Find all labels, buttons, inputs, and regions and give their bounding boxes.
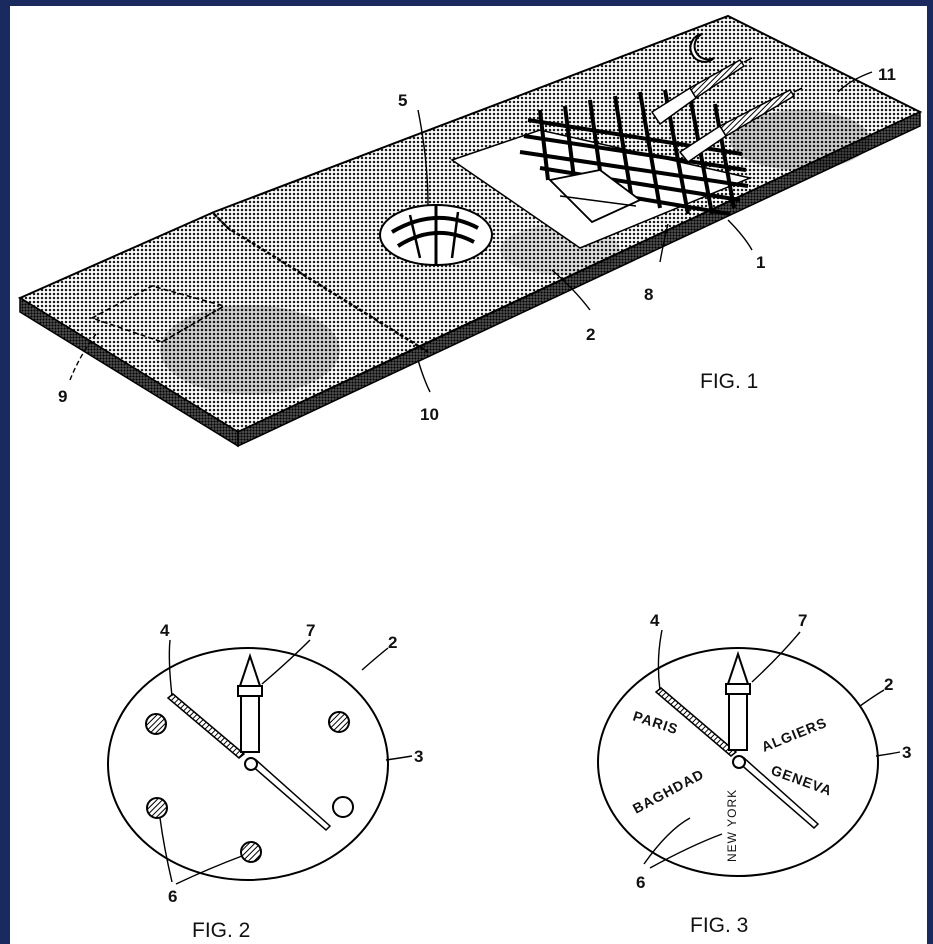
fig3-caption: FIG. 3 (690, 914, 748, 937)
indicator-dot-empty (332, 796, 354, 818)
fig3-dial-illustration (597, 629, 901, 877)
fig2-label-7: 7 (306, 621, 315, 640)
city-label-new-york: NEW YORK (725, 789, 739, 862)
fig2-label-2: 2 (388, 633, 397, 652)
fig1-leader-lines (69, 71, 873, 393)
fig3-label-6: 6 (636, 873, 645, 892)
indicator-dot (146, 797, 168, 819)
shading (160, 305, 340, 395)
fig2-dial-illustration (107, 639, 413, 885)
fig1-label-2: 2 (586, 325, 595, 344)
dial-pointer-shaft (240, 693, 260, 753)
shading (730, 110, 870, 170)
fig2-caption: FIG. 2 (192, 919, 250, 942)
dial-pointer-tip (726, 650, 750, 685)
fig3-label-4: 4 (650, 611, 660, 630)
inner-card (548, 169, 642, 224)
indicator-dot (240, 841, 262, 863)
fig1-caption: FIG. 1 (700, 370, 758, 393)
fig1-label-9: 9 (58, 387, 67, 406)
inner-card-line (559, 195, 637, 207)
pen-pair (650, 57, 803, 164)
board-side-edge (237, 110, 921, 448)
dial-pointer-shaft (728, 691, 748, 751)
fig2-leader-lines (159, 639, 413, 885)
fig1-label-8: 8 (644, 285, 653, 304)
fig2-label-6: 6 (168, 887, 177, 906)
fig1-label-5: 5 (398, 91, 407, 110)
fig3-leader-lines (643, 629, 901, 869)
dial-pointer-collar (725, 683, 751, 695)
fig2-label-4: 4 (160, 621, 170, 640)
clock-mark (408, 214, 422, 259)
fig1-device-illustration (17, 14, 923, 448)
fig1-label-11: 11 (878, 65, 896, 84)
indicator-dot (145, 713, 167, 735)
fig1-label-10: 10 (420, 405, 439, 424)
dial-pointer-tip (238, 652, 262, 687)
fig3-label-7: 7 (798, 611, 807, 630)
clock-mark (450, 211, 460, 259)
fold-line-1 (213, 213, 429, 354)
dial-pointer-collar (237, 685, 263, 697)
crescent-mark (689, 33, 715, 63)
fig3-label-3: 3 (902, 743, 911, 762)
dial-pivot (732, 755, 746, 769)
dial-pivot (244, 757, 258, 771)
fig1-label-1: 1 (756, 253, 765, 272)
indicator-dot (328, 711, 350, 733)
fig2-label-3: 3 (414, 747, 423, 766)
fig3-label-2: 2 (884, 675, 893, 694)
